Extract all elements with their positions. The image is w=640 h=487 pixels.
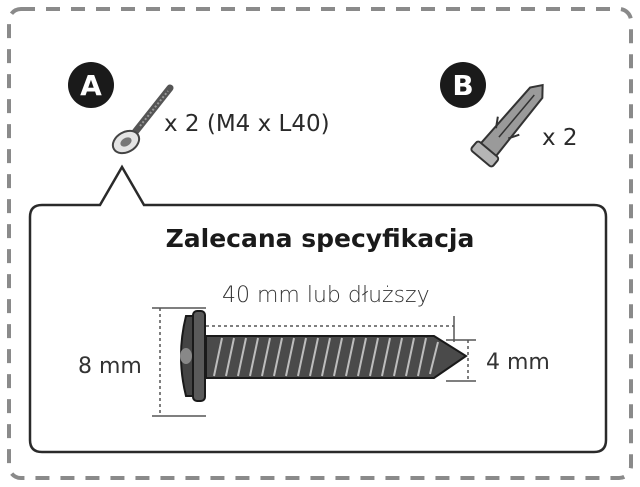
part-a-letter: A	[80, 68, 102, 102]
spec-title: Zalecana specyfikacja	[165, 224, 475, 253]
part-a-quantity: x 2 (M4 x L40)	[164, 111, 330, 137]
anchor-b-icon	[470, 83, 544, 168]
part-b-quantity: x 2	[542, 125, 578, 151]
part-b-badge: B	[440, 62, 486, 108]
spec-screw-icon	[180, 310, 468, 402]
part-b-letter: B	[452, 68, 474, 102]
length-label: 40 mm lub dłuższy	[222, 283, 430, 308]
spec-callout-box	[28, 164, 608, 454]
head-diameter-label: 8 mm	[78, 354, 142, 379]
thread-diameter-label: 4 mm	[486, 350, 550, 375]
outer-dashed-border	[7, 7, 633, 480]
screw-a-icon	[111, 84, 174, 155]
part-a-badge: A	[68, 62, 114, 108]
dimension-lines	[152, 307, 476, 417]
